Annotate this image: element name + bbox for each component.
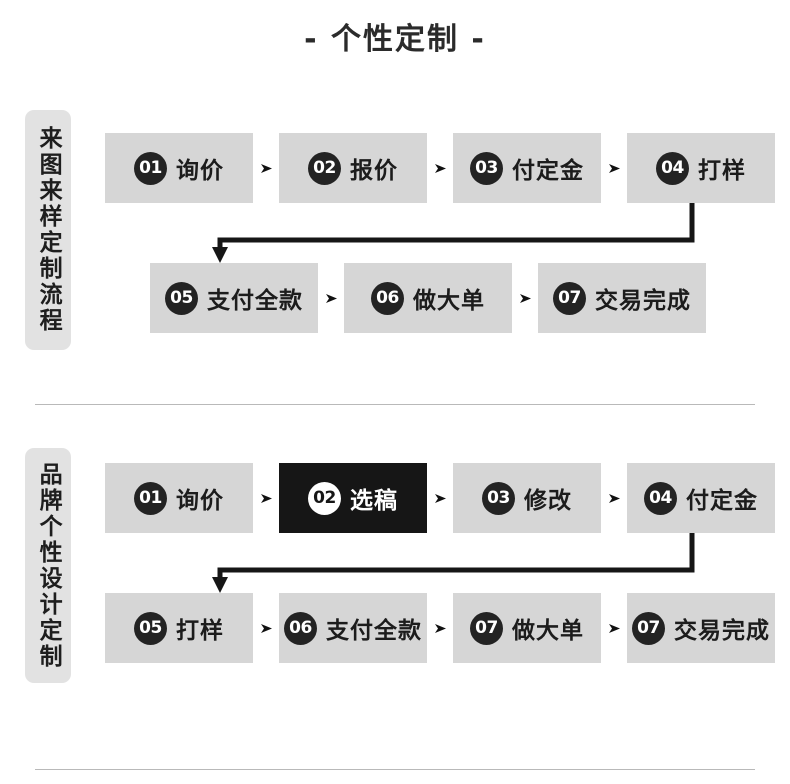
step-box-07[interactable]: 07 交易完成 xyxy=(538,263,706,333)
section-divider-1 xyxy=(35,404,755,405)
step-number-badge: 07 xyxy=(553,281,586,315)
step-box-04[interactable]: 04 打样 xyxy=(627,133,775,203)
step-label: 付定金 xyxy=(686,488,758,514)
side-label-text: 品牌个性设计定制 xyxy=(35,461,62,670)
elbow-arrow-icon xyxy=(180,533,710,595)
step-box-05[interactable]: 05 打样 xyxy=(105,593,253,663)
step-row-2b: 05 打样 06 支付全款 07 做大单 07 交易完成 xyxy=(105,593,775,663)
step-label: 付定金 xyxy=(512,158,584,184)
step-number-badge: 03 xyxy=(482,481,515,515)
step-label: 支付全款 xyxy=(326,618,422,644)
triangle-right-icon xyxy=(253,492,279,505)
step-box-03[interactable]: 03 修改 xyxy=(453,463,601,533)
step-label: 做大单 xyxy=(512,618,584,644)
section-side-label-2: 品牌个性设计定制 xyxy=(25,448,71,683)
step-number-badge: 05 xyxy=(165,281,198,315)
elbow-arrow-icon xyxy=(180,203,710,265)
step-row-2a: 01 询价 02 选稿 03 修改 04 付定金 xyxy=(105,463,775,533)
step-box-02[interactable]: 02 报价 xyxy=(279,133,427,203)
step-number-badge: 05 xyxy=(134,611,167,645)
step-box-02-active[interactable]: 02 选稿 xyxy=(279,463,427,533)
step-number-badge: 04 xyxy=(644,481,677,515)
step-label: 支付全款 xyxy=(207,288,303,314)
triangle-right-icon xyxy=(427,492,453,505)
step-box-07a[interactable]: 07 做大单 xyxy=(453,593,601,663)
flow-section-custom-sample: 来图来样定制流程 01 询价 02 报价 03 付定金 04 打样 xyxy=(0,110,790,350)
triangle-right-icon xyxy=(427,622,453,635)
flow-section-brand-design: 品牌个性设计定制 01 询价 02 选稿 03 修改 04 付定金 xyxy=(0,448,790,683)
triangle-right-icon xyxy=(253,162,279,175)
step-number-badge: 07 xyxy=(470,611,503,645)
side-label-text: 来图来样定制流程 xyxy=(35,126,62,334)
triangle-right-icon xyxy=(601,492,627,505)
step-label: 打样 xyxy=(176,618,224,644)
step-box-05[interactable]: 05 支付全款 xyxy=(150,263,318,333)
step-number-badge: 03 xyxy=(470,151,503,185)
step-number-badge: 02 xyxy=(308,481,341,515)
triangle-right-icon xyxy=(601,622,627,635)
step-label: 打样 xyxy=(698,158,746,184)
step-row-1a: 01 询价 02 报价 03 付定金 04 打样 xyxy=(105,133,775,203)
step-label: 做大单 xyxy=(413,288,485,314)
step-box-04[interactable]: 04 付定金 xyxy=(627,463,775,533)
step-number-badge: 01 xyxy=(134,481,167,515)
step-number-badge: 04 xyxy=(656,151,689,185)
step-number-badge: 06 xyxy=(284,611,317,645)
step-label: 询价 xyxy=(176,158,224,184)
triangle-right-icon xyxy=(601,162,627,175)
triangle-right-icon xyxy=(512,292,538,305)
section-divider-2 xyxy=(35,769,755,770)
page-title: - 个性定制 - xyxy=(304,22,486,57)
step-box-01[interactable]: 01 询价 xyxy=(105,133,253,203)
step-box-06[interactable]: 06 支付全款 xyxy=(279,593,427,663)
step-number-badge: 01 xyxy=(134,151,167,185)
step-box-03[interactable]: 03 付定金 xyxy=(453,133,601,203)
step-box-01[interactable]: 01 询价 xyxy=(105,463,253,533)
step-label: 询价 xyxy=(176,488,224,514)
step-label: 交易完成 xyxy=(674,618,770,644)
step-label: 报价 xyxy=(350,158,398,184)
step-box-06[interactable]: 06 做大单 xyxy=(344,263,512,333)
step-number-badge: 06 xyxy=(371,281,404,315)
step-box-07b[interactable]: 07 交易完成 xyxy=(627,593,775,663)
step-label: 修改 xyxy=(524,488,572,514)
step-label: 选稿 xyxy=(350,488,398,514)
step-number-badge: 02 xyxy=(308,151,341,185)
step-number-badge: 07 xyxy=(632,611,665,645)
step-label: 交易完成 xyxy=(595,288,691,314)
step-row-1b: 05 支付全款 06 做大单 07 交易完成 xyxy=(150,263,706,333)
section-side-label-1: 来图来样定制流程 xyxy=(25,110,71,350)
triangle-right-icon xyxy=(253,622,279,635)
triangle-right-icon xyxy=(318,292,344,305)
triangle-right-icon xyxy=(427,162,453,175)
